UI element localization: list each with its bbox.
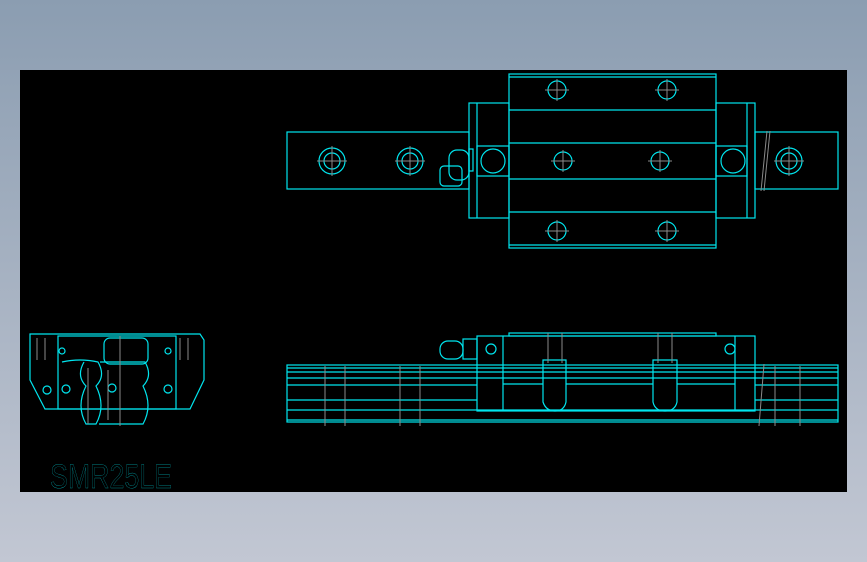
grease-nipple-icon	[439, 148, 474, 187]
rail-side	[286, 364, 839, 423]
block-hole-icons	[545, 79, 679, 242]
seal-ball-icon	[480, 148, 506, 174]
front-view	[29, 333, 205, 426]
carriage-side	[476, 335, 756, 412]
end-cap-left	[468, 102, 510, 219]
end-cap-right	[715, 102, 756, 219]
seal-ball-icon	[720, 148, 746, 174]
break-line	[760, 130, 771, 192]
part-label: SMR25LE	[50, 458, 172, 496]
side-view	[286, 332, 839, 427]
top-view	[286, 73, 839, 249]
grease-nipple-side-icon	[439, 338, 478, 360]
rail-hole-icons	[317, 146, 804, 176]
rail-left	[286, 131, 470, 190]
carriage-block	[508, 73, 717, 249]
